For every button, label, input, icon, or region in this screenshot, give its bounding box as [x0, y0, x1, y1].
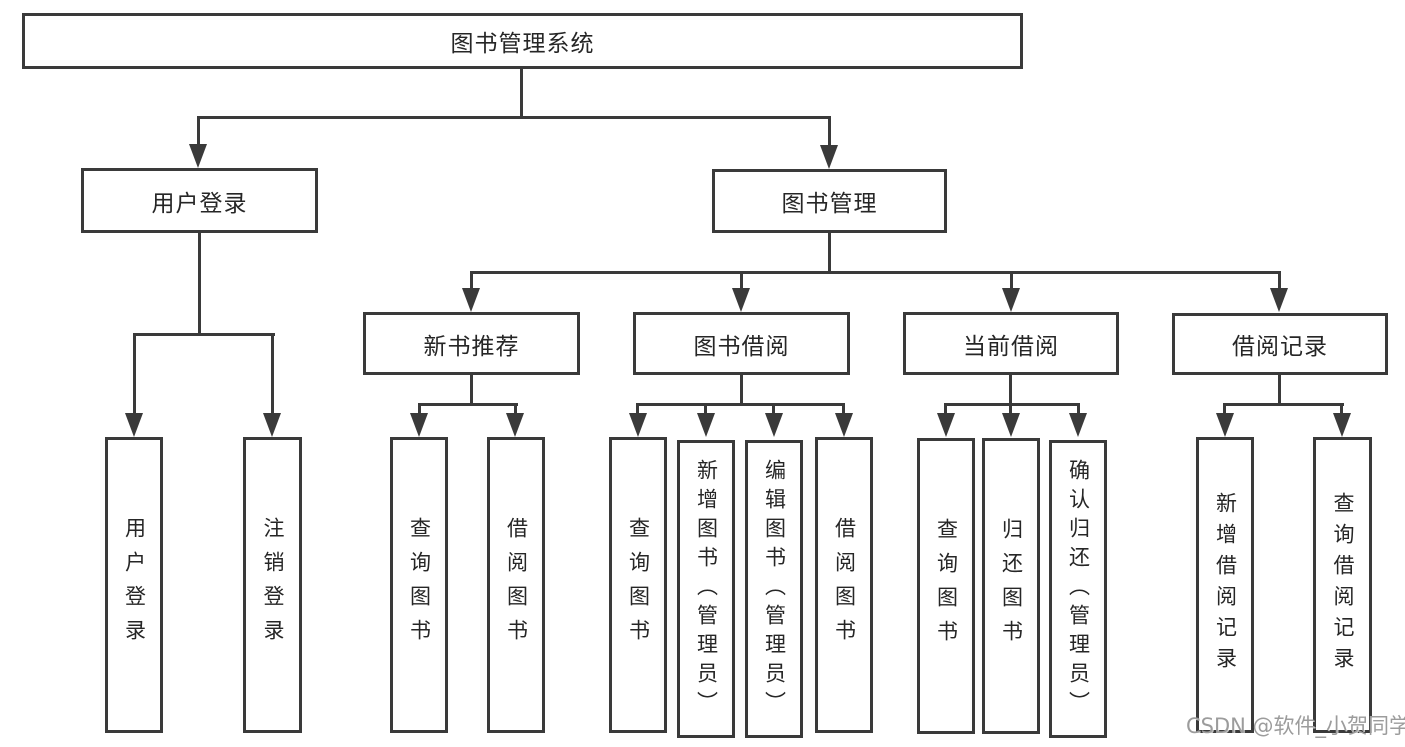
leaf-label: 查询图书: [626, 517, 651, 653]
arrow-down-icon: [629, 413, 647, 437]
arrow-down-icon: [765, 413, 783, 437]
connector-line: [470, 271, 473, 290]
leaf-label: 归还图书: [999, 518, 1024, 654]
arrow-down-icon: [835, 413, 853, 437]
leaf-label: 查询图书: [934, 518, 959, 654]
leaf-label: 确认归还（管理员）: [1066, 458, 1091, 720]
connector-line: [740, 375, 743, 405]
connector-line: [133, 333, 136, 416]
csdn-watermark: CSDN @软件_小贺同学: [1186, 714, 1405, 738]
connector-line: [520, 69, 523, 118]
leaf-label: 借阅图书: [504, 517, 529, 653]
connector-line: [470, 375, 473, 405]
arrow-down-icon: [820, 145, 838, 169]
connector-line: [470, 271, 1281, 274]
arrow-down-icon: [1216, 413, 1234, 437]
leaf-logout: 注销登录: [243, 437, 302, 733]
connector-line: [828, 116, 831, 148]
leaf-query-books-borrow: 查询图书: [609, 437, 667, 733]
connector-line: [1010, 271, 1013, 290]
connector-line: [1009, 375, 1012, 405]
node-book-management: 图书管理: [712, 169, 947, 233]
arrow-down-icon: [189, 144, 207, 168]
node-borrow-records: 借阅记录: [1172, 313, 1388, 375]
arrow-down-icon: [1002, 413, 1020, 437]
connector-line: [944, 403, 1080, 406]
arrow-down-icon: [697, 413, 715, 437]
connector-line: [1009, 403, 1012, 416]
connector-line: [197, 116, 831, 119]
arrow-down-icon: [462, 288, 480, 312]
arrow-down-icon: [1333, 413, 1351, 437]
arrow-down-icon: [937, 413, 955, 437]
leaf-label: 用户登录: [122, 517, 147, 653]
leaf-label: 新增借阅记录: [1213, 492, 1238, 678]
arrow-down-icon: [1270, 288, 1288, 312]
connector-line: [197, 116, 200, 148]
node-user-login: 用户登录: [81, 168, 318, 233]
connector-line: [636, 403, 639, 416]
leaf-query-borrow-record: 查询借阅记录: [1313, 437, 1372, 733]
leaf-return-books: 归还图书: [982, 438, 1040, 734]
leaf-label: 查询借阅记录: [1331, 492, 1355, 678]
node-label: 当前借阅: [963, 333, 1059, 360]
connector-line: [828, 233, 831, 274]
node-label: 图书管理: [781, 191, 878, 217]
node-label: 用户登录: [151, 190, 248, 217]
arrow-down-icon: [263, 413, 281, 437]
leaf-confirm-return-admin: 确认归还（管理员）: [1049, 440, 1107, 738]
leaf-query-books-current: 查询图书: [917, 438, 975, 734]
connector-line: [271, 333, 274, 416]
connector-line: [198, 233, 201, 336]
node-book-borrow: 图书借阅: [633, 312, 850, 375]
connector-line: [1278, 271, 1281, 290]
connector-line: [418, 403, 421, 416]
leaf-label: 注销登录: [261, 517, 285, 653]
leaf-label: 新增图书（管理员）: [694, 458, 719, 720]
arrow-down-icon: [732, 288, 750, 312]
connector-line: [740, 271, 743, 290]
connector-line: [1077, 403, 1080, 416]
leaf-borrow-books-recommend: 借阅图书: [487, 437, 545, 733]
leaf-user-login: 用户登录: [105, 437, 163, 733]
arrow-down-icon: [410, 413, 428, 437]
node-label: 图书借阅: [693, 333, 790, 360]
leaf-label: 借阅图书: [832, 517, 857, 653]
arrow-down-icon: [506, 413, 524, 437]
leaf-label: 查询图书: [407, 517, 432, 653]
connector-line: [1340, 403, 1343, 416]
leaf-label: 编辑图书（管理员）: [762, 458, 787, 720]
connector-line: [133, 333, 275, 336]
connector-line: [842, 403, 845, 416]
connector-line: [944, 403, 947, 416]
arrow-down-icon: [1069, 413, 1087, 437]
leaf-edit-book-admin: 编辑图书（管理员）: [745, 440, 803, 738]
connector-line: [514, 403, 517, 416]
leaf-query-books-recommend: 查询图书: [390, 437, 448, 733]
node-label: 新书推荐: [423, 333, 520, 360]
leaf-borrow-books: 借阅图书: [815, 437, 873, 733]
connector-line: [1278, 375, 1281, 405]
node-label: 图书管理系统: [450, 31, 595, 57]
node-current-borrow: 当前借阅: [903, 312, 1119, 375]
connector-line: [1223, 403, 1344, 406]
connector-line: [636, 403, 845, 406]
arrow-down-icon: [1002, 288, 1020, 312]
node-new-book-recommend: 新书推荐: [363, 312, 580, 375]
connector-line: [772, 403, 775, 416]
leaf-add-book-admin: 新增图书（管理员）: [677, 440, 735, 738]
node-label: 借阅记录: [1232, 334, 1328, 360]
connector-line: [704, 403, 707, 416]
arrow-down-icon: [125, 413, 143, 437]
connector-line: [1223, 403, 1226, 416]
node-library-system: 图书管理系统: [22, 13, 1023, 69]
leaf-add-borrow-record: 新增借阅记录: [1196, 437, 1254, 733]
connector-line: [418, 403, 518, 406]
